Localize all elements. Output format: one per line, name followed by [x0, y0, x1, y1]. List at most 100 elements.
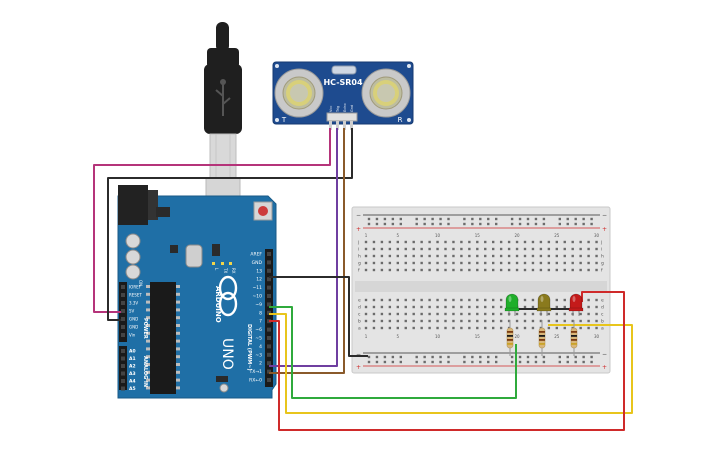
breadboard-hole[interactable] — [515, 326, 519, 330]
breadboard-hole[interactable] — [587, 298, 590, 302]
rail-hole[interactable] — [383, 217, 387, 221]
rail-hole[interactable] — [495, 222, 498, 226]
rail-hole[interactable] — [423, 222, 426, 226]
breadboard-hole[interactable] — [444, 298, 447, 302]
rail-hole[interactable] — [447, 222, 450, 226]
breadboard-hole[interactable] — [452, 240, 455, 244]
breadboard-hole[interactable] — [436, 261, 439, 265]
breadboard-hole[interactable] — [547, 254, 551, 258]
breadboard-hole[interactable] — [492, 247, 495, 251]
breadboard-hole[interactable] — [515, 240, 519, 244]
breadboard-hole[interactable] — [388, 319, 392, 323]
breadboard-hole[interactable] — [460, 247, 463, 251]
breadboard-hole[interactable] — [364, 305, 368, 309]
rail-hole[interactable] — [415, 360, 418, 364]
header-pin[interactable] — [121, 301, 125, 305]
breadboard-hole[interactable] — [523, 298, 527, 302]
rail-hole[interactable] — [431, 355, 434, 359]
breadboard-hole[interactable] — [595, 298, 598, 302]
breadboard-hole[interactable] — [380, 247, 384, 251]
breadboard-hole[interactable] — [587, 312, 590, 316]
breadboard-hole[interactable] — [372, 261, 376, 265]
breadboard-hole[interactable] — [484, 326, 487, 330]
breadboard-hole[interactable] — [507, 268, 511, 272]
rail-hole[interactable] — [534, 355, 538, 359]
breadboard-hole[interactable] — [428, 268, 431, 272]
breadboard-hole[interactable] — [579, 261, 582, 265]
rail-hole[interactable] — [479, 355, 482, 359]
breadboard-hole[interactable] — [484, 298, 487, 302]
breadboard-hole[interactable] — [579, 312, 582, 316]
header-pin[interactable] — [267, 352, 271, 357]
header-pin[interactable] — [267, 310, 271, 315]
breadboard-hole[interactable] — [364, 312, 368, 316]
rail-hole[interactable] — [590, 217, 593, 221]
breadboard-hole[interactable] — [372, 268, 376, 272]
breadboard-hole[interactable] — [595, 240, 598, 244]
breadboard-hole[interactable] — [595, 312, 598, 316]
breadboard-hole[interactable] — [571, 240, 574, 244]
breadboard-hole[interactable] — [372, 240, 376, 244]
breadboard-hole[interactable] — [420, 305, 423, 309]
breadboard-hole[interactable] — [396, 247, 399, 251]
breadboard-hole[interactable] — [452, 305, 455, 309]
breadboard-hole[interactable] — [555, 312, 558, 316]
rail-hole[interactable] — [375, 217, 379, 221]
reset-button-cap[interactable] — [258, 206, 268, 216]
breadboard-hole[interactable] — [499, 268, 503, 272]
rail-hole[interactable] — [558, 360, 561, 364]
breadboard-hole[interactable] — [484, 305, 487, 309]
breadboard-hole[interactable] — [547, 247, 551, 251]
breadboard-hole[interactable] — [388, 268, 392, 272]
wire-gnd-breadboard[interactable] — [269, 276, 368, 357]
breadboard-hole[interactable] — [547, 312, 551, 316]
rail-hole[interactable] — [526, 222, 530, 226]
rail-hole[interactable] — [391, 217, 395, 221]
breadboard-hole[interactable] — [380, 326, 384, 330]
breadboard-hole[interactable] — [499, 319, 503, 323]
rail-hole[interactable] — [518, 217, 522, 221]
breadboard-hole[interactable] — [380, 254, 384, 258]
breadboard-hole[interactable] — [404, 326, 407, 330]
breadboard-hole[interactable] — [547, 240, 551, 244]
breadboard-hole[interactable] — [492, 319, 495, 323]
header-pin[interactable] — [267, 285, 271, 290]
breadboard-hole[interactable] — [499, 247, 503, 251]
breadboard-hole[interactable] — [364, 240, 368, 244]
breadboard-hole[interactable] — [476, 298, 479, 302]
led-red[interactable] — [568, 293, 584, 316]
rail-hole[interactable] — [383, 355, 387, 359]
breadboard-hole[interactable] — [412, 254, 415, 258]
wire-yellow-led[interactable] — [269, 313, 633, 414]
breadboard-hole[interactable] — [436, 312, 439, 316]
breadboard-hole[interactable] — [460, 268, 463, 272]
breadboard-hole[interactable] — [428, 312, 431, 316]
rail-hole[interactable] — [582, 355, 585, 359]
rail-hole[interactable] — [439, 355, 442, 359]
sensor-pin-header[interactable] — [326, 112, 358, 130]
rail-hole[interactable] — [582, 360, 585, 364]
header-pin[interactable] — [267, 252, 271, 256]
breadboard-hole[interactable] — [444, 261, 447, 265]
header-pin[interactable] — [267, 336, 271, 340]
rail-hole[interactable] — [439, 222, 442, 226]
rail-hole[interactable] — [383, 360, 387, 364]
breadboard-hole[interactable] — [396, 305, 399, 309]
rail-hole[interactable] — [526, 355, 530, 359]
breadboard-hole[interactable] — [364, 319, 368, 323]
breadboard-hole[interactable] — [515, 319, 519, 323]
breadboard-hole[interactable] — [396, 298, 399, 302]
resistor[interactable] — [538, 320, 546, 356]
breadboard-hole[interactable] — [595, 247, 598, 251]
breadboard-hole[interactable] — [460, 312, 463, 316]
breadboard-hole[interactable] — [531, 312, 535, 316]
header-pin[interactable] — [121, 293, 125, 297]
header-pin[interactable] — [267, 277, 271, 282]
breadboard-hole[interactable] — [587, 247, 590, 251]
breadboard-hole[interactable] — [412, 268, 415, 272]
breadboard-hole[interactable] — [380, 240, 384, 244]
rail-hole[interactable] — [431, 217, 434, 221]
breadboard-hole[interactable] — [587, 254, 590, 258]
